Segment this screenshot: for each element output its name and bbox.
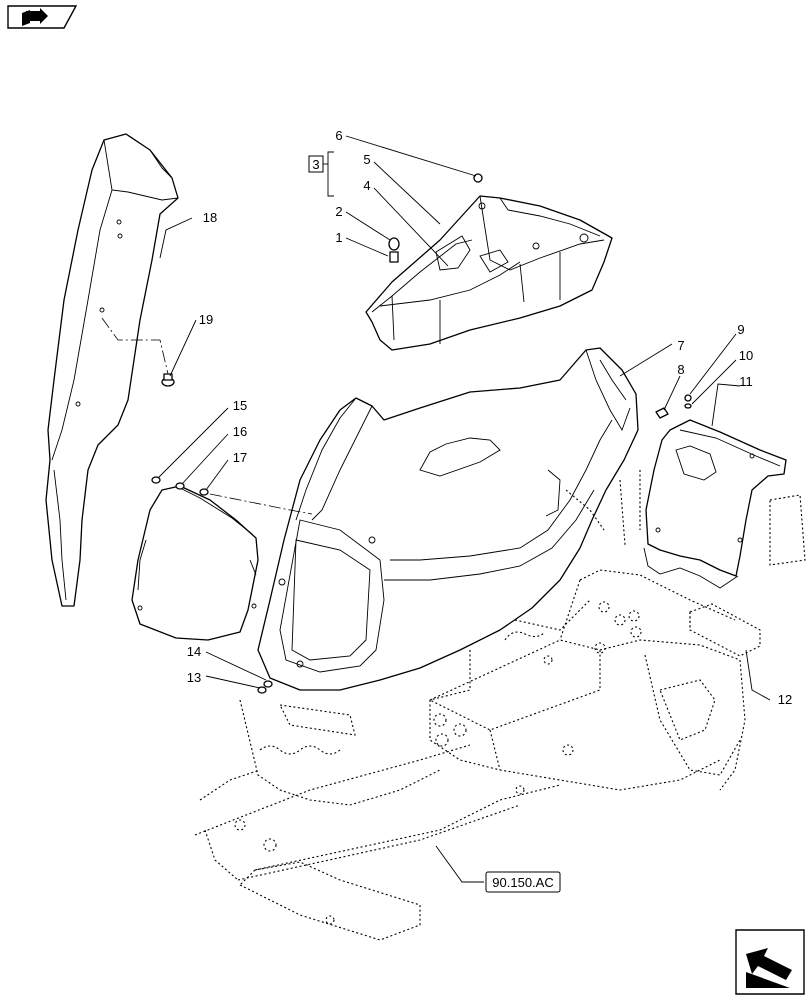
fastener-15 <box>151 476 161 484</box>
callout-4: 4 <box>363 178 370 193</box>
callout-11: 11 <box>739 374 753 389</box>
bolt-9 <box>684 394 692 402</box>
callout-1: 1 <box>335 230 342 245</box>
plug-6 <box>473 173 483 183</box>
callout-8: 8 <box>677 362 684 377</box>
callout-labels: 1 2 4 5 6 7 8 9 10 11 12 13 14 15 16 17 … <box>187 128 792 707</box>
callout-5: 5 <box>363 152 370 167</box>
book-arrow-icon[interactable] <box>7 5 78 29</box>
part-16-panel <box>131 485 259 641</box>
bolt-19 <box>161 373 175 387</box>
chassis-frame <box>194 470 806 941</box>
callout-6: 6 <box>335 128 342 143</box>
clip-16 <box>175 482 185 490</box>
kit-box-label: 3 <box>312 157 319 172</box>
callout-9: 9 <box>737 322 744 337</box>
washer-14 <box>263 680 273 688</box>
fastener-1 <box>389 251 399 263</box>
callout-12: 12 <box>778 692 792 707</box>
navigation-arrow-icon[interactable] <box>735 929 805 995</box>
part-12-mat <box>689 603 761 657</box>
part-5-console <box>365 195 613 351</box>
reference-link[interactable]: 90.150.AC <box>485 871 561 893</box>
callout-2: 2 <box>335 204 342 219</box>
callout-19: 19 <box>199 312 213 327</box>
bolt-13 <box>257 686 267 694</box>
clip-8 <box>655 407 669 419</box>
callout-14: 14 <box>187 644 201 659</box>
callout-15: 15 <box>233 398 247 413</box>
clip-17 <box>199 488 209 496</box>
cap-2 <box>388 237 400 251</box>
callout-10: 10 <box>739 348 753 363</box>
reference-label[interactable]: 90.150.AC <box>492 875 553 890</box>
part-18-side-panel <box>45 133 179 607</box>
washer-10 <box>684 403 692 409</box>
callout-16: 16 <box>233 424 247 439</box>
part-11-rear-panel <box>643 419 787 589</box>
kit-bracket <box>308 151 334 197</box>
callout-18: 18 <box>203 210 217 225</box>
callout-17: 17 <box>233 450 247 465</box>
leader-lines <box>157 135 771 883</box>
callout-13: 13 <box>187 670 201 685</box>
part-7-cab-shell <box>257 347 639 691</box>
callout-7: 7 <box>677 338 684 353</box>
